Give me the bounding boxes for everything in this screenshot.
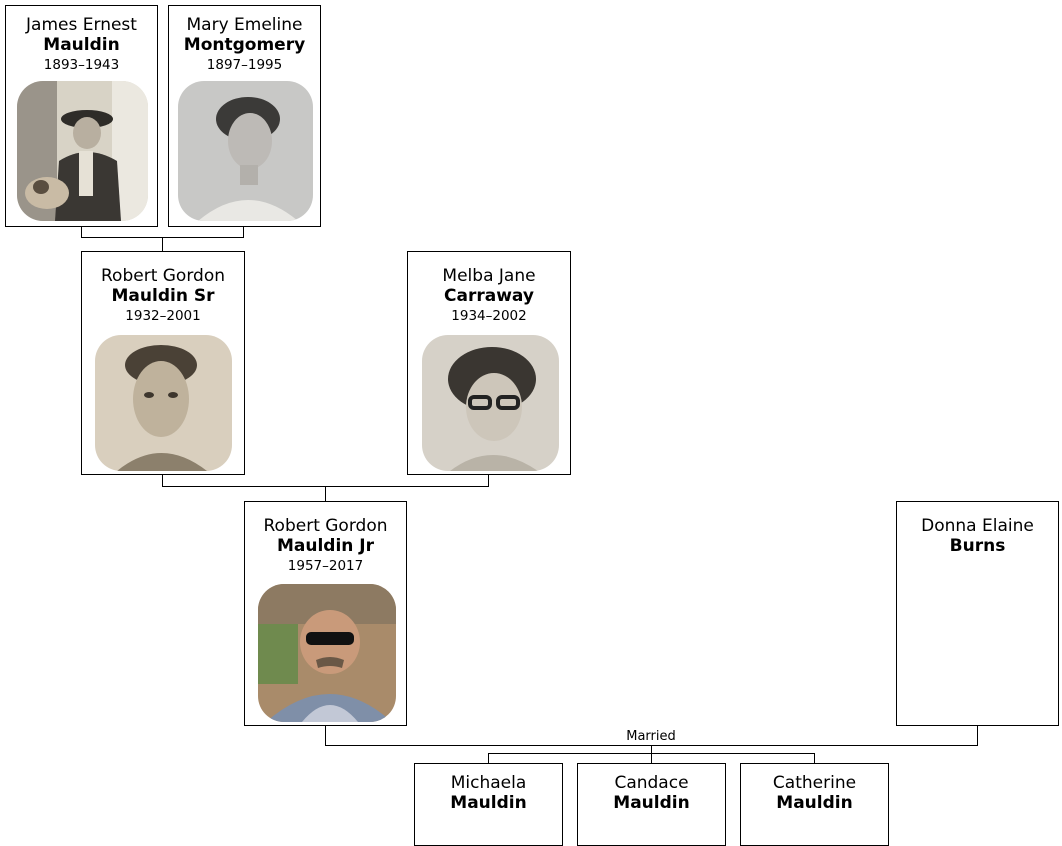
woman-portrait-photo: [178, 81, 313, 221]
connector-line: [814, 753, 815, 763]
connector-line: [488, 475, 489, 487]
person-card[interactable]: Candace Mauldin: [577, 763, 726, 846]
surname: Mauldin Sr: [111, 286, 215, 306]
surname: Mauldin: [450, 793, 527, 813]
connector-line: [162, 237, 163, 252]
man-with-sunglasses-photo: [258, 584, 396, 722]
person-card[interactable]: Robert Gordon Mauldin Sr 1932–2001: [81, 251, 245, 475]
surname: Mauldin: [43, 35, 120, 55]
life-dates: 1932–2001: [125, 308, 201, 324]
life-dates: 1897–1995: [206, 57, 283, 73]
connector-line: [243, 227, 244, 238]
person-card[interactable]: Robert Gordon Mauldin Jr 1957–2017: [244, 501, 407, 726]
given-name: Melba Jane: [442, 266, 536, 286]
life-dates: 1934–2002: [451, 308, 527, 324]
given-name: Robert Gordon: [101, 266, 225, 286]
given-name: Catherine: [772, 773, 857, 793]
surname: Mauldin: [613, 793, 690, 813]
given-name: Robert Gordon: [263, 516, 388, 536]
surname: Montgomery: [183, 35, 306, 55]
surname: Carraway: [444, 286, 534, 306]
person-card[interactable]: Michaela Mauldin: [414, 763, 563, 846]
connector-line: [488, 753, 489, 763]
given-name: Donna Elaine: [921, 516, 1034, 536]
person-card[interactable]: James Ernest Mauldin 1893–1943: [5, 5, 158, 227]
connector-line: [651, 745, 652, 753]
connector-line: [325, 486, 326, 502]
given-name: Michaela: [450, 773, 527, 793]
surname: Burns: [949, 536, 1006, 556]
connector-line: [651, 753, 652, 763]
relationship-label: Married: [626, 729, 676, 744]
person-card[interactable]: Catherine Mauldin: [740, 763, 889, 846]
woman-with-glasses-photo: [422, 335, 559, 471]
connector-line: [977, 726, 978, 746]
given-name: James Ernest: [26, 15, 137, 35]
given-name: Mary Emeline: [186, 15, 303, 35]
young-man-portrait-photo: [95, 335, 232, 471]
life-dates: 1893–1943: [43, 57, 120, 73]
person-card[interactable]: Donna Elaine Burns: [896, 501, 1059, 726]
connector-line: [325, 726, 326, 746]
surname: Mauldin: [776, 793, 853, 813]
person-card[interactable]: Mary Emeline Montgomery 1897–1995: [168, 5, 321, 227]
person-card[interactable]: Melba Jane Carraway 1934–2002: [407, 251, 571, 475]
man-in-hat-with-dog-photo: [17, 81, 148, 221]
connector-line: [81, 227, 82, 238]
surname: Mauldin Jr: [276, 536, 375, 556]
life-dates: 1957–2017: [287, 558, 364, 574]
given-name: Candace: [614, 773, 689, 793]
connector-line: [162, 475, 163, 487]
